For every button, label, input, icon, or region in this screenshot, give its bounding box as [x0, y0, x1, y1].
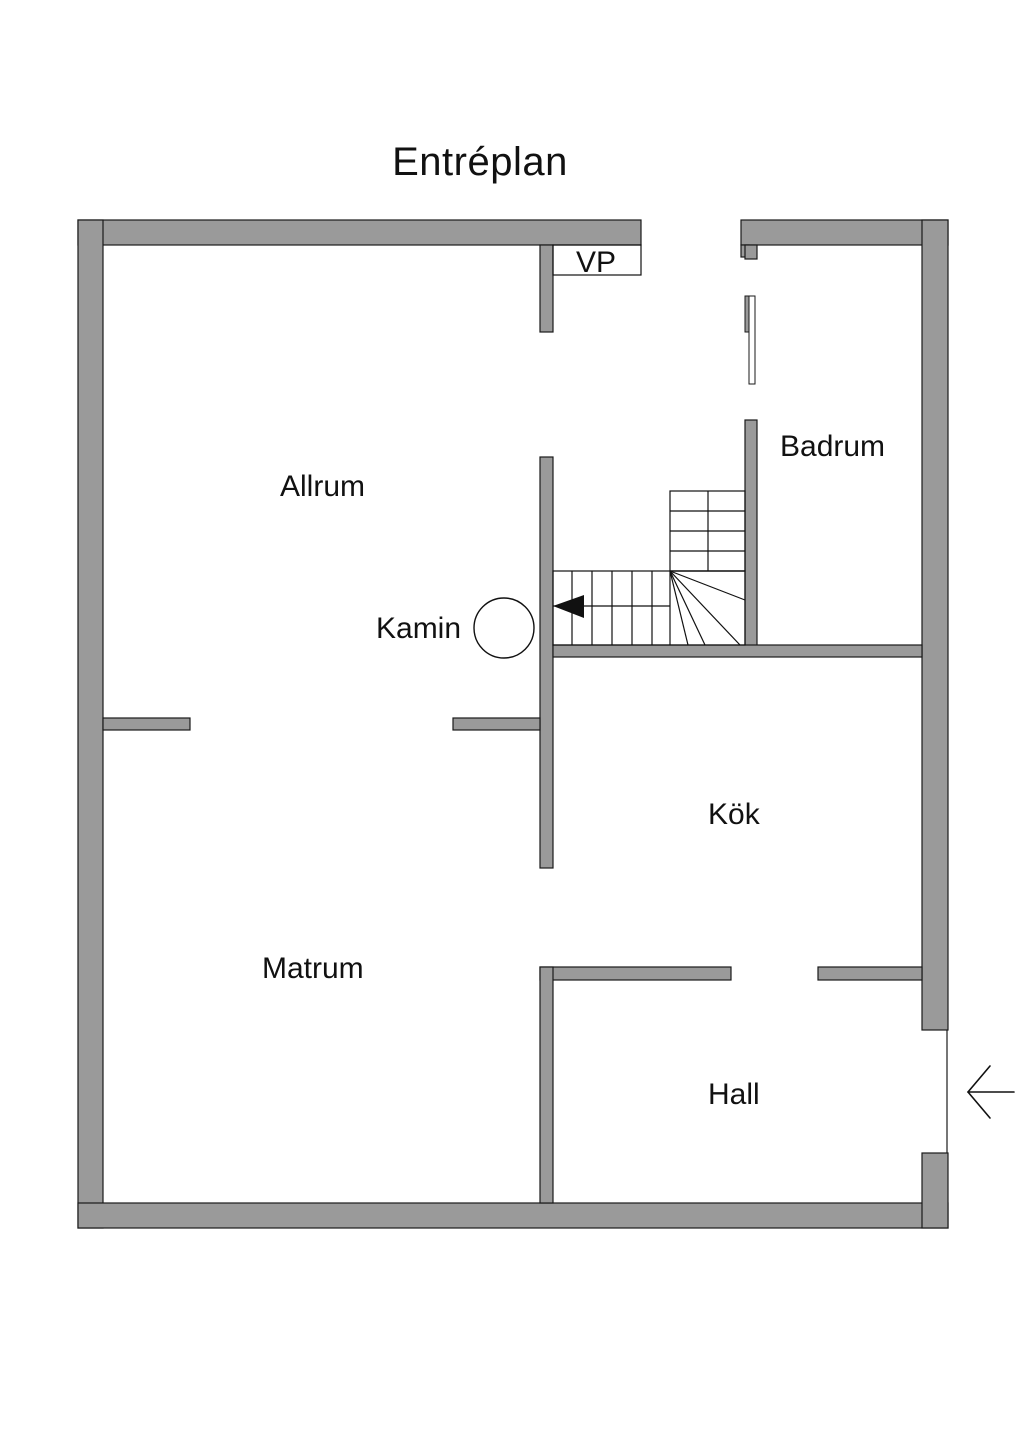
room-label-kok: Kök: [708, 798, 761, 831]
room-label-allrum: Allrum: [280, 470, 365, 503]
interior-walls: [102, 244, 923, 1204]
wall-right-lower: [921, 1152, 949, 1229]
stair-lower-run: [552, 570, 746, 646]
wall-badrum-left-upper: [744, 244, 758, 260]
wall-matrum-north-right: [452, 717, 541, 731]
room-label-hall: Hall: [708, 1078, 760, 1111]
wall-bottom: [77, 1202, 949, 1229]
wall-kok-north: [552, 644, 923, 658]
wall-allrum-east: [539, 456, 554, 869]
wall-hall-north-right: [817, 966, 923, 981]
wall-badrum-left: [744, 419, 758, 647]
wall-right-upper: [921, 219, 949, 1031]
page-title: Entréplan: [392, 140, 568, 184]
room-label-badrum: Badrum: [780, 430, 885, 463]
vp-box: [552, 244, 642, 276]
wall-vp-stub: [539, 244, 554, 333]
wall-top-right: [740, 219, 949, 246]
triangle-left-icon: [553, 595, 584, 618]
fireplace-circle: [473, 597, 535, 659]
vp-label: VP: [576, 246, 616, 279]
exterior-walls: [77, 219, 949, 1229]
wall-matrum-north-left: [102, 717, 191, 731]
badrum-door-leaf: [748, 295, 756, 385]
arrow-left-icon: [966, 1065, 1015, 1119]
wall-hall-west: [539, 966, 554, 1204]
wall-left: [77, 219, 104, 1229]
wall-hall-north-left: [539, 966, 732, 981]
label-kamin: Kamin: [376, 612, 461, 645]
room-label-matrum: Matrum: [262, 952, 364, 985]
staircase: [552, 490, 746, 646]
wall-top-left: [77, 219, 642, 246]
